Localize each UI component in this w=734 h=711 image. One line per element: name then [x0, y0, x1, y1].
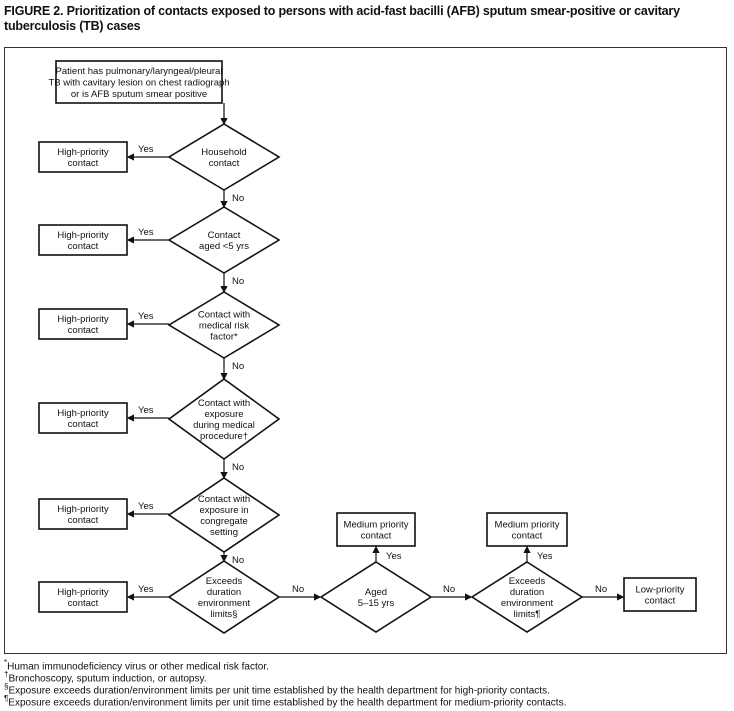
start-box-text: TB with cavitary lesion on chest radiogr…: [48, 78, 229, 89]
high-priority-box-text: contact: [68, 419, 99, 430]
yes-label: Yes: [138, 144, 154, 155]
decision-1-text: Household: [201, 147, 246, 158]
footnote: §Exposure exceeds duration/environment l…: [4, 681, 550, 697]
low-priority-box-text: contact: [645, 596, 676, 607]
decision-5-text: exposure in: [199, 505, 248, 516]
yes-label: Yes: [138, 311, 154, 322]
high-priority-box: [38, 498, 128, 530]
low-priority-box-text: Low-priority: [635, 585, 684, 596]
no-label: No: [595, 584, 607, 595]
high-priority-box: [38, 402, 128, 434]
decision-2-text: aged <5 yrs: [199, 241, 249, 252]
decision-4-text: procedure†: [200, 431, 248, 442]
figure-title: FIGURE 2. Prioritization of contacts exp…: [4, 4, 680, 33]
decision-5-text: setting: [210, 527, 238, 538]
no-label: No: [232, 361, 244, 372]
high-priority-box-text: contact: [68, 158, 99, 169]
footnote-mark: §: [4, 682, 9, 691]
high-priority-box: [38, 141, 128, 173]
medium-priority-box-text: contact: [361, 531, 392, 542]
decision-aged-text: Aged: [365, 587, 387, 598]
decision-exceeds-medium-text: Exceeds: [509, 576, 546, 587]
diagram-frame: [4, 47, 727, 654]
medium-priority-box-text: contact: [512, 531, 543, 542]
yes-label: Yes: [537, 551, 553, 562]
yes-label: Yes: [138, 584, 154, 595]
decision-6-text: environment: [198, 598, 251, 609]
decision-6-text: limits§: [211, 609, 238, 620]
no-label: No: [232, 555, 244, 566]
footnote: †Bronchoscopy, sputum induction, or auto…: [4, 669, 207, 685]
high-priority-box-text: contact: [68, 325, 99, 336]
start-box-text: or is AFB sputum smear positive: [71, 89, 207, 100]
high-priority-box-text: contact: [68, 598, 99, 609]
decision-6-text: Exceeds: [206, 576, 243, 587]
no-label: No: [292, 584, 304, 595]
medium-priority-box-text: Medium priority: [495, 520, 560, 531]
footnote-text: Exposure exceeds duration/environment li…: [8, 697, 567, 709]
footnote-text: Exposure exceeds duration/environment li…: [8, 685, 550, 697]
decision-exceeds-medium-text: environment: [501, 598, 554, 609]
high-priority-box: [38, 581, 128, 613]
no-label: No: [232, 462, 244, 473]
decision-exceeds-medium: [470, 561, 584, 633]
decision-1-text: contact: [209, 158, 240, 169]
high-priority-box: [38, 308, 128, 340]
footnote: *Human immunodeficiency virus or other m…: [4, 657, 269, 673]
high-priority-box: [38, 224, 128, 256]
yes-label: Yes: [386, 551, 402, 562]
yes-label: Yes: [138, 227, 154, 238]
decision-2-text: Contact: [208, 230, 241, 241]
footnote-text: Bronchoscopy, sputum induction, or autop…: [8, 673, 207, 685]
medium-priority-box: [486, 512, 568, 547]
start-box: [55, 60, 223, 104]
medium-priority-box-text: Medium priority: [344, 520, 409, 531]
decision-6: [167, 560, 281, 634]
no-label: No: [232, 276, 244, 287]
decision-5-text: Contact with: [198, 494, 250, 505]
high-priority-box-text: High-priority: [57, 587, 108, 598]
footnote-mark: *: [4, 658, 8, 667]
decision-3-text: Contact with: [198, 310, 250, 321]
decision-3-text: medical risk: [199, 321, 249, 332]
high-priority-box-text: High-priority: [57, 230, 108, 241]
no-label: No: [443, 584, 455, 595]
high-priority-box-text: contact: [68, 241, 99, 252]
high-priority-box-text: High-priority: [57, 147, 108, 158]
yes-label: Yes: [138, 405, 154, 416]
high-priority-box-text: High-priority: [57, 314, 108, 325]
footnote: ¶Exposure exceeds duration/environment l…: [4, 693, 566, 709]
high-priority-box-text: High-priority: [57, 504, 108, 515]
decision-aged: [319, 561, 433, 633]
footnote-text: Human immunodeficiency virus or other me…: [7, 661, 269, 673]
low-priority-box: [623, 577, 697, 612]
decision-3-text: factor*: [210, 332, 238, 343]
decision-4-text: during medical: [193, 420, 255, 431]
decision-exceeds-medium-text: limits¶: [514, 609, 541, 620]
yes-label: Yes: [138, 501, 154, 512]
footnote-mark: ¶: [4, 694, 9, 703]
high-priority-box-text: High-priority: [57, 408, 108, 419]
decision-exceeds-medium-text: duration: [510, 587, 544, 598]
decision-aged-text: 5–15 yrs: [358, 598, 395, 609]
decision-6-text: duration: [207, 587, 241, 598]
start-box-text: Patient has pulmonary/laryngeal/pleural: [56, 66, 223, 77]
decision-5-text: congregate: [200, 516, 248, 527]
medium-priority-box: [336, 512, 416, 547]
footnote-mark: †: [4, 670, 9, 679]
decision-4-text: Contact with: [198, 398, 250, 409]
high-priority-box-text: contact: [68, 515, 99, 526]
no-label: No: [232, 193, 244, 204]
decision-4-text: exposure: [204, 409, 243, 420]
